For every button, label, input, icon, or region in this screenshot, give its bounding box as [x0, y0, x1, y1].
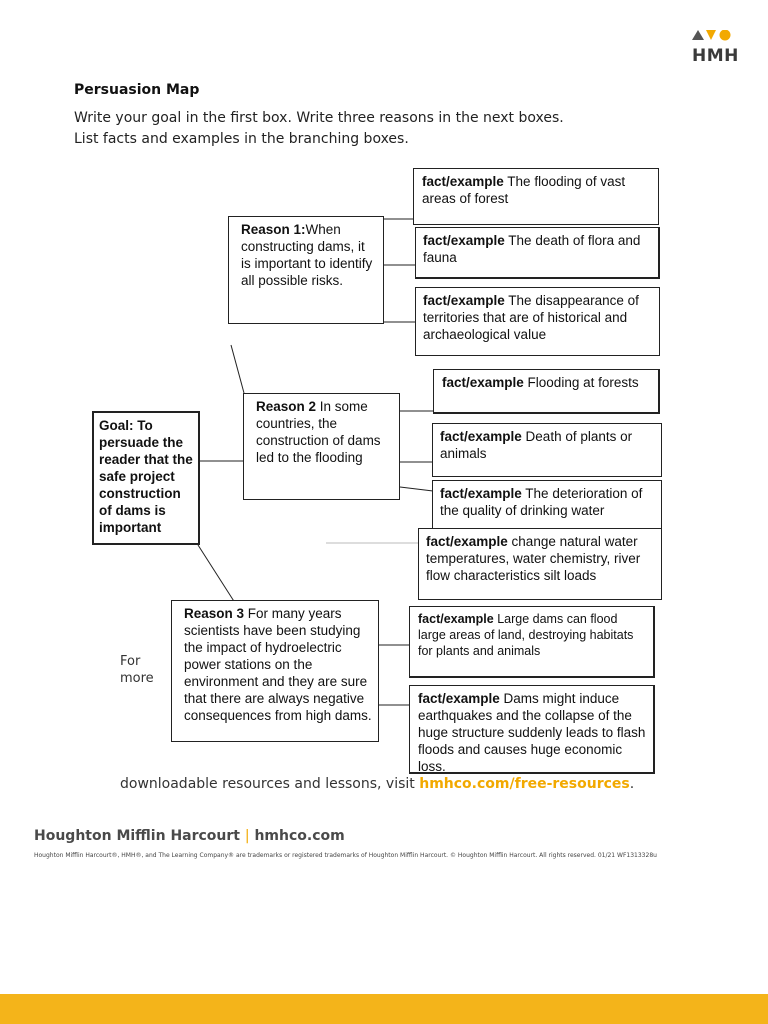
fact-label: fact/example — [442, 375, 524, 390]
fact-text: Large dams can flood large areas of land… — [418, 612, 634, 658]
fact-label: fact/example — [440, 429, 522, 444]
instruction-line-2: List facts and examples in the branching… — [74, 131, 409, 147]
fact-label: fact/example — [426, 534, 508, 549]
resources-line: downloadable resources and lessons, visi… — [120, 776, 634, 792]
trademark-fine-print: Houghton Mifflin Harcourt®, HMH®, and Th… — [34, 852, 657, 859]
fact-text: Dams might induce earthquakes and the co… — [418, 691, 646, 774]
free-resources-link[interactable]: hmhco.com/free-resources — [419, 776, 630, 792]
reason-1-label: Reason 1: — [241, 222, 306, 237]
fact-box: fact/example Death of plants or animals — [432, 423, 662, 477]
goal-box: Goal: To persuade the reader that the sa… — [92, 411, 200, 545]
hmh-logo-text: HMH — [692, 46, 739, 66]
fact-text: The deterioration of the quality of drin… — [440, 486, 643, 518]
reason-3-box: Reason 3 For many years scientists have … — [171, 600, 379, 742]
brand-separator: | — [244, 828, 250, 844]
instruction-line-1: Write your goal in the first box. Write … — [74, 110, 564, 126]
reason-1-box: Reason 1:When constructing dams, it is i… — [228, 216, 384, 324]
fact-box: fact/example Flooding at forests — [433, 369, 660, 414]
fact-box: fact/example Large dams can flood large … — [409, 606, 655, 678]
fact-text: The death of flora and fauna — [423, 233, 641, 265]
hmh-logo-icon — [692, 30, 731, 41]
fact-box: fact/example Dams might induce earthquak… — [409, 685, 655, 774]
fact-box: fact/example The death of flora and faun… — [415, 227, 660, 279]
fact-label: fact/example — [422, 174, 504, 189]
reason-3-label: Reason 3 — [184, 606, 245, 621]
reason-3-text: For many years scientists have been stud… — [184, 606, 372, 723]
fact-box: fact/example The deterioration of the qu… — [432, 480, 662, 529]
fact-label: fact/example — [423, 293, 505, 308]
resources-text: downloadable resources and lessons, visi… — [120, 776, 420, 792]
fact-label: fact/example — [423, 233, 505, 248]
fact-box: fact/example change natural water temper… — [418, 528, 662, 600]
publisher-name: Houghton Mifflin Harcourt — [34, 828, 240, 844]
resources-period: . — [629, 776, 635, 792]
publisher-brand: Houghton Mifflin Harcourt | hmhco.com — [34, 828, 345, 844]
fact-text: The flooding of vast areas of forest — [422, 174, 626, 206]
publisher-site[interactable]: hmhco.com — [254, 828, 345, 844]
reason-2-box: Reason 2 In some countries, the construc… — [243, 393, 400, 500]
fact-label: fact/example — [418, 612, 494, 626]
page-title: Persuasion Map — [74, 82, 200, 98]
for-more-text: For more — [120, 654, 154, 686]
fact-text: Death of plants or animals — [440, 429, 633, 461]
fact-label: fact/example — [440, 486, 522, 501]
bottom-accent-bar — [0, 994, 768, 1024]
fact-label: fact/example — [418, 691, 500, 706]
reason-2-label: Reason 2 — [256, 399, 317, 414]
fact-box: fact/example The disappearance of territ… — [415, 287, 660, 356]
fact-box: fact/example The flooding of vast areas … — [413, 168, 659, 225]
fact-text: change natural water temperatures, water… — [426, 534, 641, 583]
fact-text: Flooding at forests — [523, 375, 639, 390]
fact-text: The disappearance of territories that ar… — [423, 293, 639, 342]
reason-1-text: When constructing dams, it is important … — [241, 222, 373, 288]
reason-2-text: In some countries, the construction of d… — [256, 399, 381, 465]
